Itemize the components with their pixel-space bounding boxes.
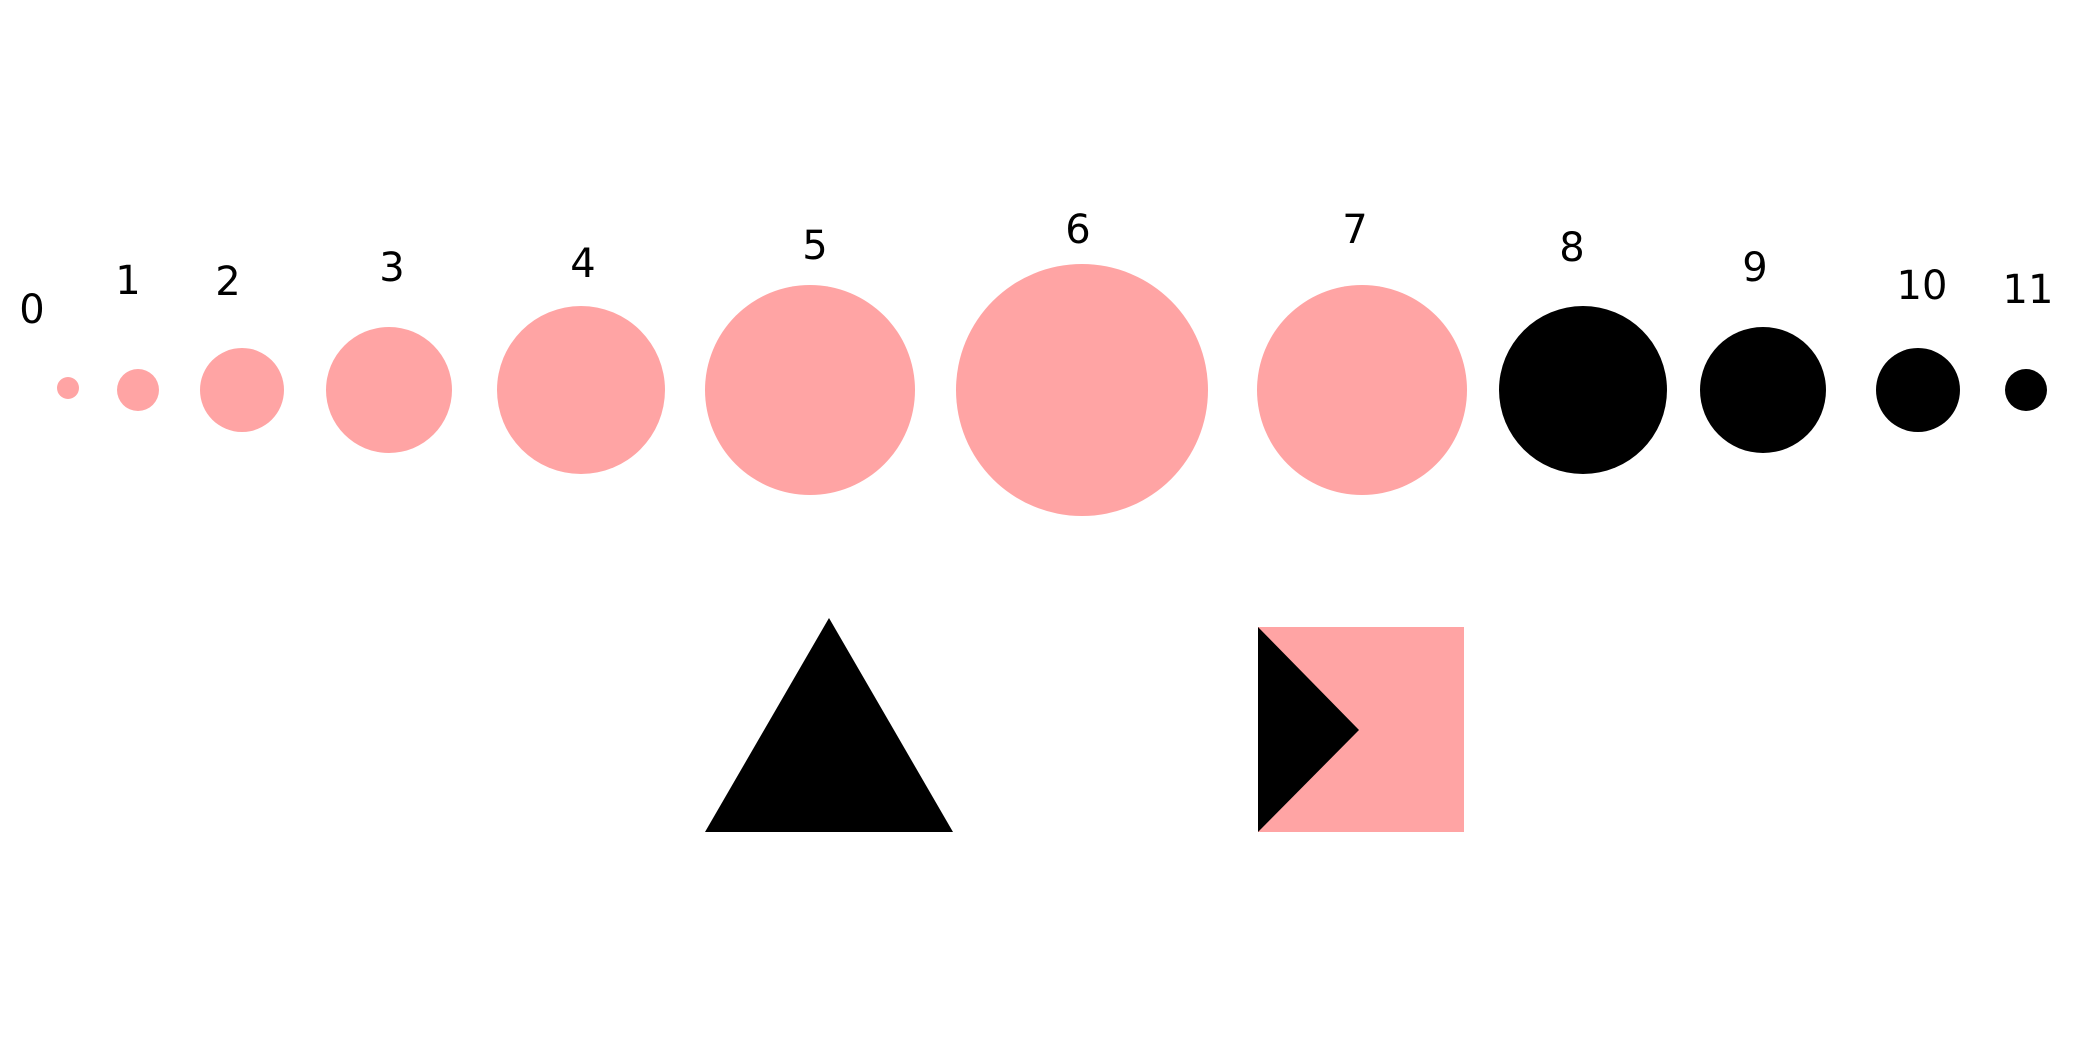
label-4: 4: [570, 241, 595, 287]
label-11: 11: [2003, 267, 2054, 313]
circle-6: [956, 264, 1208, 516]
label-5: 5: [802, 223, 827, 269]
pink-square-with-notch: [1258, 627, 1464, 832]
label-1: 1: [115, 258, 140, 304]
black-triangle: [705, 618, 953, 832]
circle-7: [1257, 285, 1467, 495]
circle-0: [57, 377, 79, 399]
circle-4: [497, 306, 665, 474]
label-7: 7: [1342, 207, 1367, 253]
circle-10: [1876, 348, 1960, 432]
label-2: 2: [215, 259, 240, 305]
label-6: 6: [1065, 207, 1090, 253]
circle-8: [1499, 306, 1667, 474]
circle-sequence: 0 1 2 3 4 5 6 7 8 9 10 11: [19, 207, 2053, 516]
circle-5: [705, 285, 915, 495]
label-0: 0: [19, 287, 44, 333]
circle-3: [326, 327, 452, 453]
black-notch-triangle: [1258, 627, 1359, 832]
circle-2: [200, 348, 284, 432]
circle-1: [117, 369, 159, 411]
circle-11: [2005, 369, 2047, 411]
circle-9: [1700, 327, 1826, 453]
label-3: 3: [379, 245, 404, 291]
label-10: 10: [1897, 263, 1948, 309]
label-9: 9: [1742, 245, 1767, 291]
label-8: 8: [1559, 225, 1584, 271]
